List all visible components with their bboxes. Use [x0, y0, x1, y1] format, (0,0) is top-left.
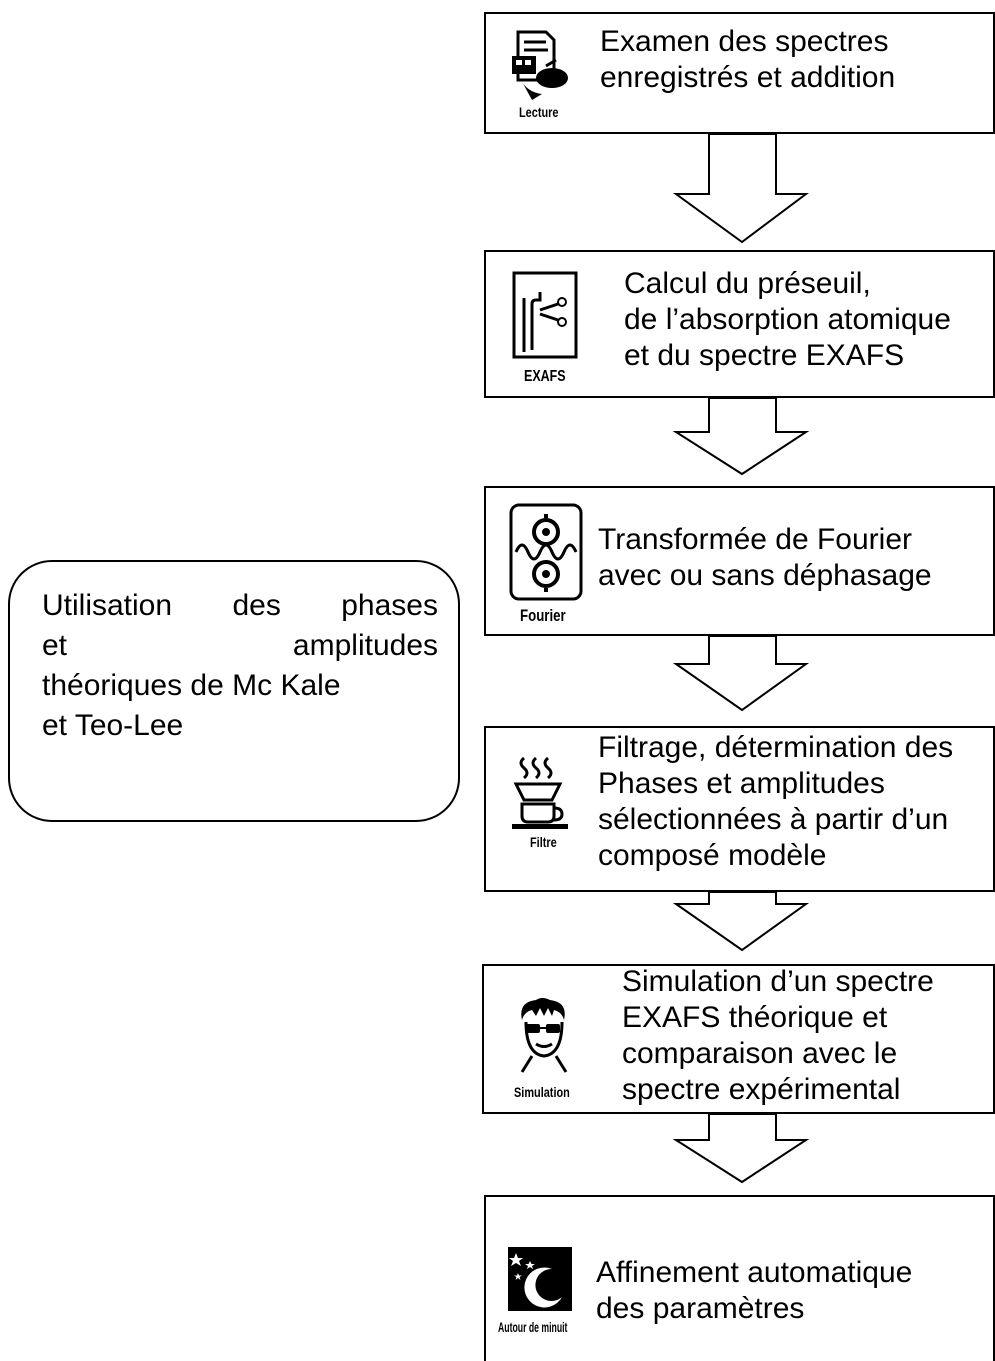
step-text-line: avec ou sans déphasage — [598, 559, 932, 592]
coffee-filter-icon — [510, 754, 570, 839]
step-text-line: Affinement automatique — [596, 1256, 913, 1289]
icon-caption: Fourier — [520, 606, 566, 625]
side-note-line-3: théoriques de Mc Kale — [42, 669, 341, 702]
step-text: Transformée de Fourier avec ou sans déph… — [598, 522, 932, 594]
side-note-line-4: et Teo-Lee — [42, 709, 184, 742]
step-box-filter: Filtre Filtrage, détermination des Phase… — [484, 726, 995, 892]
step-text-line: enregistrés et addition — [600, 61, 896, 94]
side-note-word: Utilisation — [42, 589, 173, 622]
step-box-exafs: EXAFS Calcul du préseuil, de l’absorptio… — [484, 250, 995, 398]
step-text-line: spectre expérimental — [622, 1073, 901, 1106]
step-text-line: Examen des spectres — [600, 25, 889, 58]
step-text: Affinement automatique des paramètres — [596, 1255, 912, 1327]
step-text-line: EXAFS théorique et — [622, 1001, 888, 1034]
icon-caption: Simulation — [514, 1084, 570, 1100]
step-text: Examen des spectres enregistrés et addit… — [600, 24, 895, 96]
step-text-line: Phases et amplitudes — [598, 767, 885, 800]
step-box-fourier: Fourier Transformée de Fourier avec ou s… — [484, 486, 995, 636]
icon-caption: EXAFS — [524, 368, 566, 385]
side-note-box: Utilisation des phases et amplitudes thé… — [8, 560, 460, 822]
step-text-line: des paramètres — [596, 1292, 805, 1325]
step-text-line: Filtrage, détermination des — [598, 731, 954, 764]
step-text-line: et du spectre EXAFS — [624, 339, 905, 372]
step-text: Filtrage, détermination des Phases et am… — [598, 730, 953, 874]
step-text-line: Transformée de Fourier — [598, 523, 913, 556]
step-text: Simulation d’un spectre EXAFS théorique … — [622, 964, 934, 1108]
side-note-line-2: et amplitudes — [42, 628, 438, 664]
down-arrow-4 — [672, 891, 810, 952]
icon-caption: Filtre — [530, 834, 557, 850]
side-note-word: phases — [341, 589, 438, 622]
side-note-line-1: Utilisation des phases — [42, 588, 438, 624]
step-text-line: composé modèle — [598, 839, 827, 872]
exafs-icon — [510, 270, 580, 365]
down-arrow-2 — [672, 397, 810, 476]
step-text-line: Simulation d’un spectre — [622, 965, 934, 998]
reading-icon — [506, 26, 576, 111]
down-arrow-5 — [672, 1113, 810, 1184]
side-note-word: des — [232, 589, 281, 622]
down-arrow-1 — [672, 133, 809, 244]
step-text-line: comparaison avec le — [622, 1037, 898, 1070]
icon-caption: Lecture — [519, 104, 559, 120]
step-text: Calcul du préseuil, de l’absorption atom… — [624, 266, 951, 374]
side-note-word: amplitudes — [292, 629, 438, 662]
step-text-line: sélectionnées à partir d’un — [598, 803, 949, 836]
down-arrow-3 — [672, 635, 810, 712]
moon-night-icon — [508, 1247, 572, 1316]
step-box-simulation: Simulation Simulation d’un spectre EXAFS… — [482, 964, 995, 1114]
step-box-refinement: Autour de minuit Affinement automatique … — [484, 1195, 995, 1361]
step-text-line: Calcul du préseuil, — [624, 267, 871, 300]
fourier-gears-icon — [508, 502, 584, 607]
side-note-word: et — [42, 629, 68, 662]
step-text-line: de l’absorption atomique — [624, 303, 951, 336]
icon-caption: Autour de minuit — [498, 1319, 568, 1335]
scientist-face-icon — [514, 996, 574, 1081]
step-box-reading: Lecture Examen des spectres enregistrés … — [484, 12, 995, 134]
